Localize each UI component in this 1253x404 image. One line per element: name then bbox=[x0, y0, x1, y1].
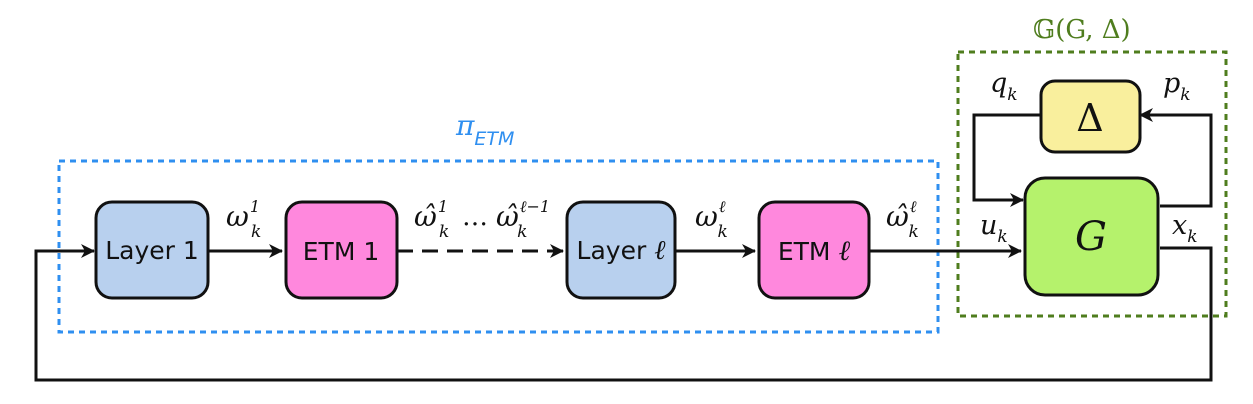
plant-label: G bbox=[1075, 214, 1107, 260]
signal-x: xk bbox=[1172, 210, 1198, 247]
uncertain-system-label: 𝔾(G, Δ) bbox=[1033, 15, 1131, 45]
feedback-loop bbox=[34, 244, 1213, 382]
etm-l-label: ETM ℓ bbox=[778, 234, 851, 267]
signal-ellipsis: … bbox=[462, 202, 488, 232]
etm-policy-label: πETM bbox=[455, 109, 514, 150]
signal-p: pk bbox=[1163, 68, 1191, 105]
arrow-plant-to-delta bbox=[1139, 108, 1213, 208]
signal-q: qk bbox=[990, 68, 1018, 105]
connections bbox=[34, 108, 1213, 382]
etm-l-block: ETM ℓ bbox=[757, 200, 871, 300]
plant-block: G bbox=[1023, 176, 1160, 297]
layer-1-label: Layer 1 bbox=[105, 236, 199, 265]
etm-1-block: ETM 1 bbox=[284, 200, 399, 300]
etm-policy-subscript: ETM bbox=[474, 128, 514, 150]
etm-policy-symbol: π bbox=[455, 109, 475, 142]
arrow-delta-to-plant bbox=[972, 113, 1041, 207]
layer-l-label: Layer ℓ bbox=[577, 235, 667, 266]
uncertain-system-frame bbox=[956, 50, 1228, 318]
delta-block: Δ bbox=[1039, 79, 1142, 154]
layer-l-block: Layer ℓ bbox=[565, 200, 677, 300]
etm-policy-frame bbox=[57, 159, 940, 334]
etm-1-label: ETM 1 bbox=[303, 237, 380, 266]
signal-u: uk bbox=[980, 210, 1008, 247]
delta-label: Δ bbox=[1076, 96, 1103, 140]
layer-1-block: Layer 1 bbox=[94, 200, 210, 300]
